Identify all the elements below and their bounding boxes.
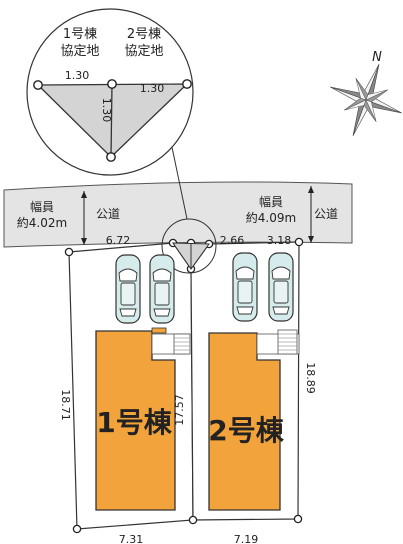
inset-lot1-label-line2: 協定地 xyxy=(60,44,99,59)
lot1-rear-dim: 7.31 xyxy=(119,533,144,544)
inset-lot2-label-line1: 2号棟 xyxy=(127,27,161,42)
inset-lot2-label-line2: 協定地 xyxy=(124,44,163,59)
lot2-rear-dim: 7.19 xyxy=(234,533,259,544)
inset-dim-vertical: 1.30 xyxy=(100,98,113,123)
house-2-label: 2号棟 xyxy=(208,414,284,447)
inset-dim-right: 1.30 xyxy=(140,82,165,95)
compass-icon xyxy=(330,64,402,136)
road-width-label-left: 幅員 xyxy=(30,199,54,214)
car-icon xyxy=(268,252,294,322)
house-1 xyxy=(95,327,191,511)
road-width-label-right: 幅員 xyxy=(259,194,283,209)
inset-dim-left: 1.30 xyxy=(65,69,90,82)
public-road xyxy=(3,181,353,248)
inset-lot1-label-line1: 1号棟 xyxy=(63,27,97,42)
road-width-value-left: 約4.02m xyxy=(17,215,67,230)
car-icon xyxy=(149,254,175,324)
road-label-left: 公道 xyxy=(96,207,120,221)
detail-callout-small xyxy=(161,218,217,274)
car-icon xyxy=(115,254,141,324)
lot1-shared-side-dim: 17.57 xyxy=(173,394,186,426)
house-2 xyxy=(208,329,300,511)
lot1-frontage-dim: 6.72 xyxy=(106,234,131,247)
compass-north-label: N xyxy=(372,50,382,65)
lot2-right-side-dim: 18.89 xyxy=(304,362,317,394)
road-label-right: 公道 xyxy=(314,207,338,221)
road-width-value-right: 約4.09m xyxy=(246,210,296,225)
road-width-dimension-left xyxy=(81,191,87,245)
house-1-label: 1号棟 xyxy=(96,406,172,439)
car-icon xyxy=(232,252,258,322)
lot2-frontage-dim-a: 2.66 xyxy=(220,234,245,247)
inset-detail xyxy=(26,8,194,176)
lot1-left-side-dim: 18.71 xyxy=(59,389,72,421)
road-width-dimension-right xyxy=(308,186,314,243)
lot2-frontage-dim-b: 3.18 xyxy=(267,234,292,247)
